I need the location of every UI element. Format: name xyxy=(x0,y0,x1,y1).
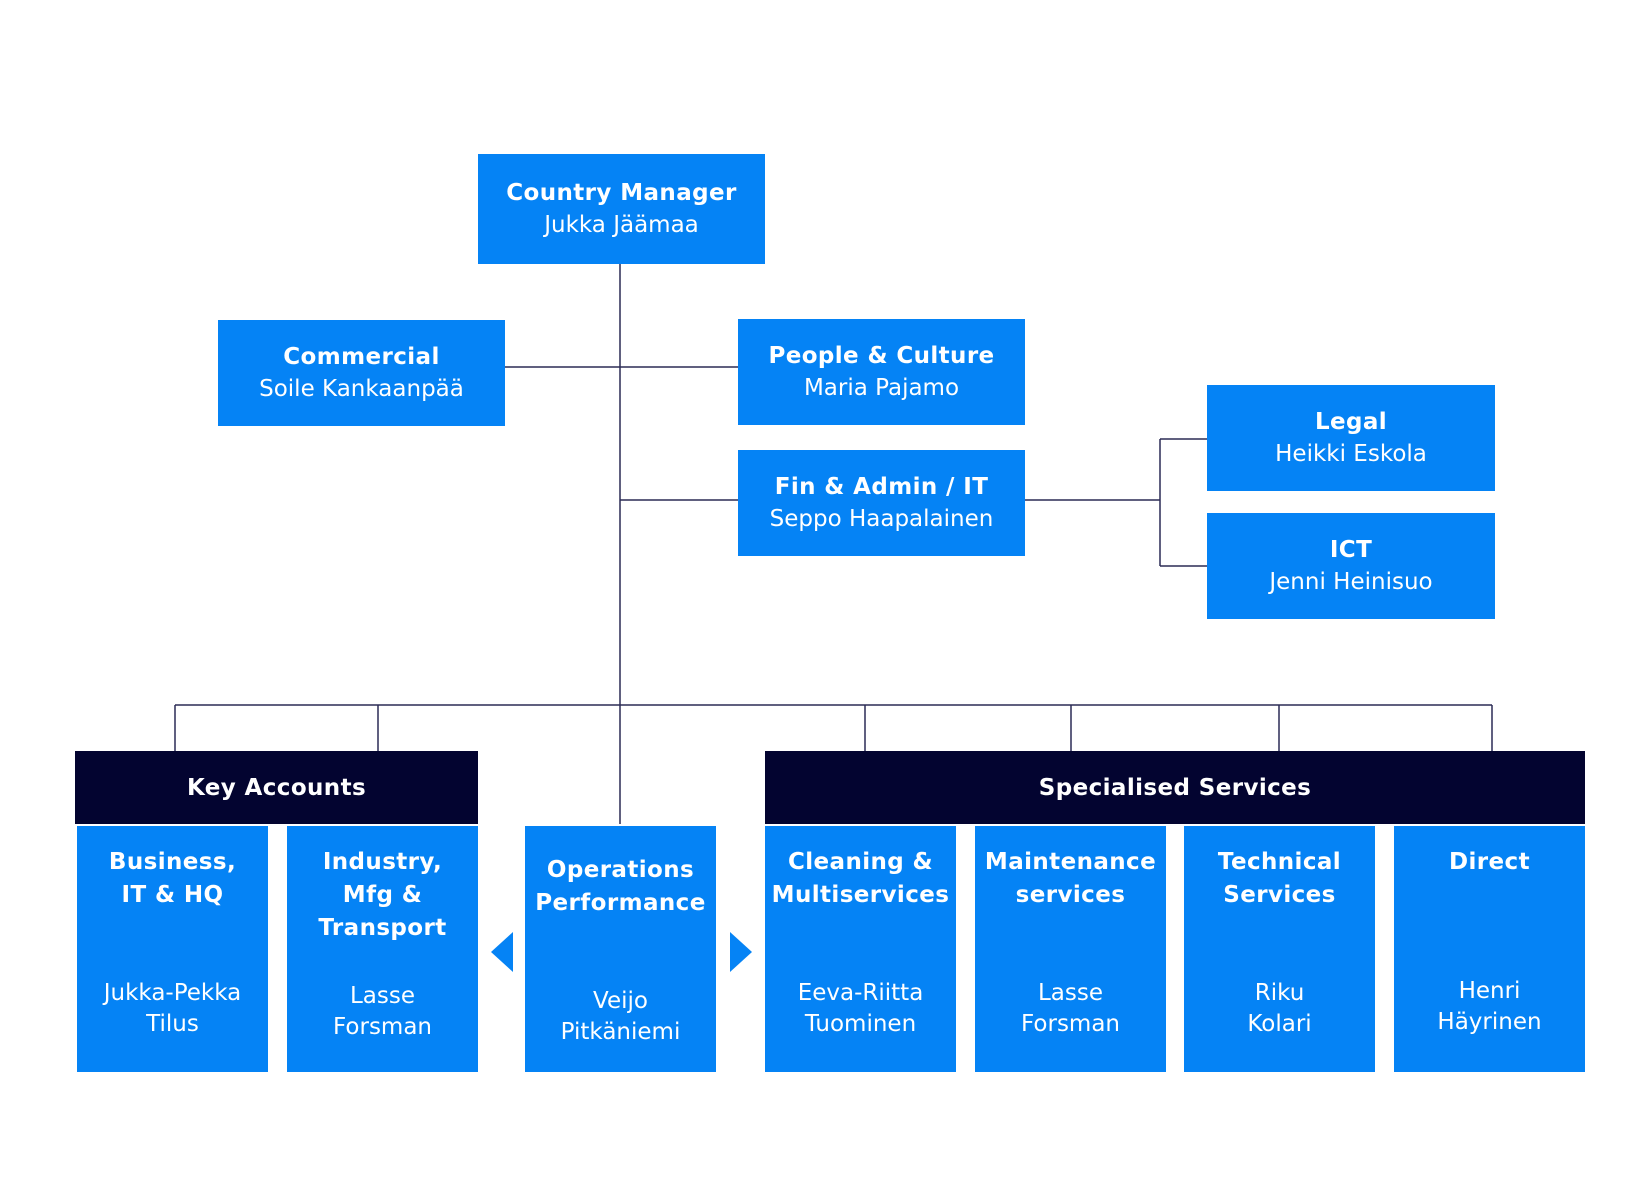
box-title: Fin & Admin / IT xyxy=(774,474,989,500)
box-name: Soile Kankaanpää xyxy=(259,376,464,402)
operations-performance-box: Operations Performance Veijo Pitkäniemi xyxy=(525,826,716,1072)
fin-admin-box: Fin & Admin / IT Seppo Haapalainen xyxy=(738,450,1025,556)
unit-name: Eeva-Riitta Tuominen xyxy=(797,980,924,1037)
unit-title: Technical Services xyxy=(1217,849,1342,908)
country-manager-box: Country Manager Jukka Jäämaa xyxy=(478,154,765,264)
arrow-right-icon xyxy=(730,932,752,972)
unit-title: Maintenance services xyxy=(984,849,1157,908)
unit-title: Direct xyxy=(1449,849,1530,875)
legal-box: Legal Heikki Eskola xyxy=(1207,385,1495,491)
box-title: Legal xyxy=(1314,409,1388,435)
unit-title: Operations Performance xyxy=(535,857,706,916)
maintenance-services-box: Maintenance services Lasse Forsman xyxy=(975,826,1166,1072)
ict-box: ICT Jenni Heinisuo xyxy=(1207,513,1495,619)
box-title: People & Culture xyxy=(768,343,995,369)
cleaning-multiservices-box: Cleaning & Multiservices Eeva-Riitta Tuo… xyxy=(765,826,956,1072)
box-name: Heikki Eskola xyxy=(1275,441,1427,467)
unit-title: Business, IT & HQ xyxy=(108,849,237,908)
box-title: Country Manager xyxy=(506,180,737,206)
unit-name: Jukka-Pekka Tilus xyxy=(103,980,242,1037)
unit-name: Henri Häyrinen xyxy=(1437,978,1542,1035)
unit-name: Lasse Forsman xyxy=(333,983,432,1040)
commercial-box: Commercial Soile Kankaanpää xyxy=(218,320,505,426)
unit-name: Riku Kolari xyxy=(1247,980,1312,1037)
box-name: Maria Pajamo xyxy=(803,375,960,401)
box-name: Jukka Jäämaa xyxy=(544,212,699,238)
arrow-left-icon xyxy=(491,932,513,972)
key-accounts-header: Key Accounts xyxy=(75,751,478,824)
industry-mfg-transport-box: Industry, Mfg & Transport Lasse Forsman xyxy=(287,826,478,1072)
business-it-hq-box: Business, IT & HQ Jukka-Pekka Tilus xyxy=(77,826,268,1072)
unit-title: Industry, Mfg & Transport xyxy=(318,849,447,941)
unit-name: Lasse Forsman xyxy=(1021,980,1120,1037)
box-name: Jenni Heinisuo xyxy=(1269,569,1433,595)
box-title: ICT xyxy=(1329,537,1373,563)
box-name: Seppo Haapalainen xyxy=(769,506,994,532)
unit-title: Cleaning & Multiservices xyxy=(771,849,950,908)
direct-box: Direct Henri Häyrinen xyxy=(1394,826,1585,1072)
box-title: Commercial xyxy=(283,344,440,370)
specialised-services-header: Specialised Services xyxy=(765,751,1585,824)
technical-services-box: Technical Services Riku Kolari xyxy=(1184,826,1375,1072)
unit-name: Veijo Pitkäniemi xyxy=(560,988,681,1045)
people-culture-box: People & Culture Maria Pajamo xyxy=(738,319,1025,425)
